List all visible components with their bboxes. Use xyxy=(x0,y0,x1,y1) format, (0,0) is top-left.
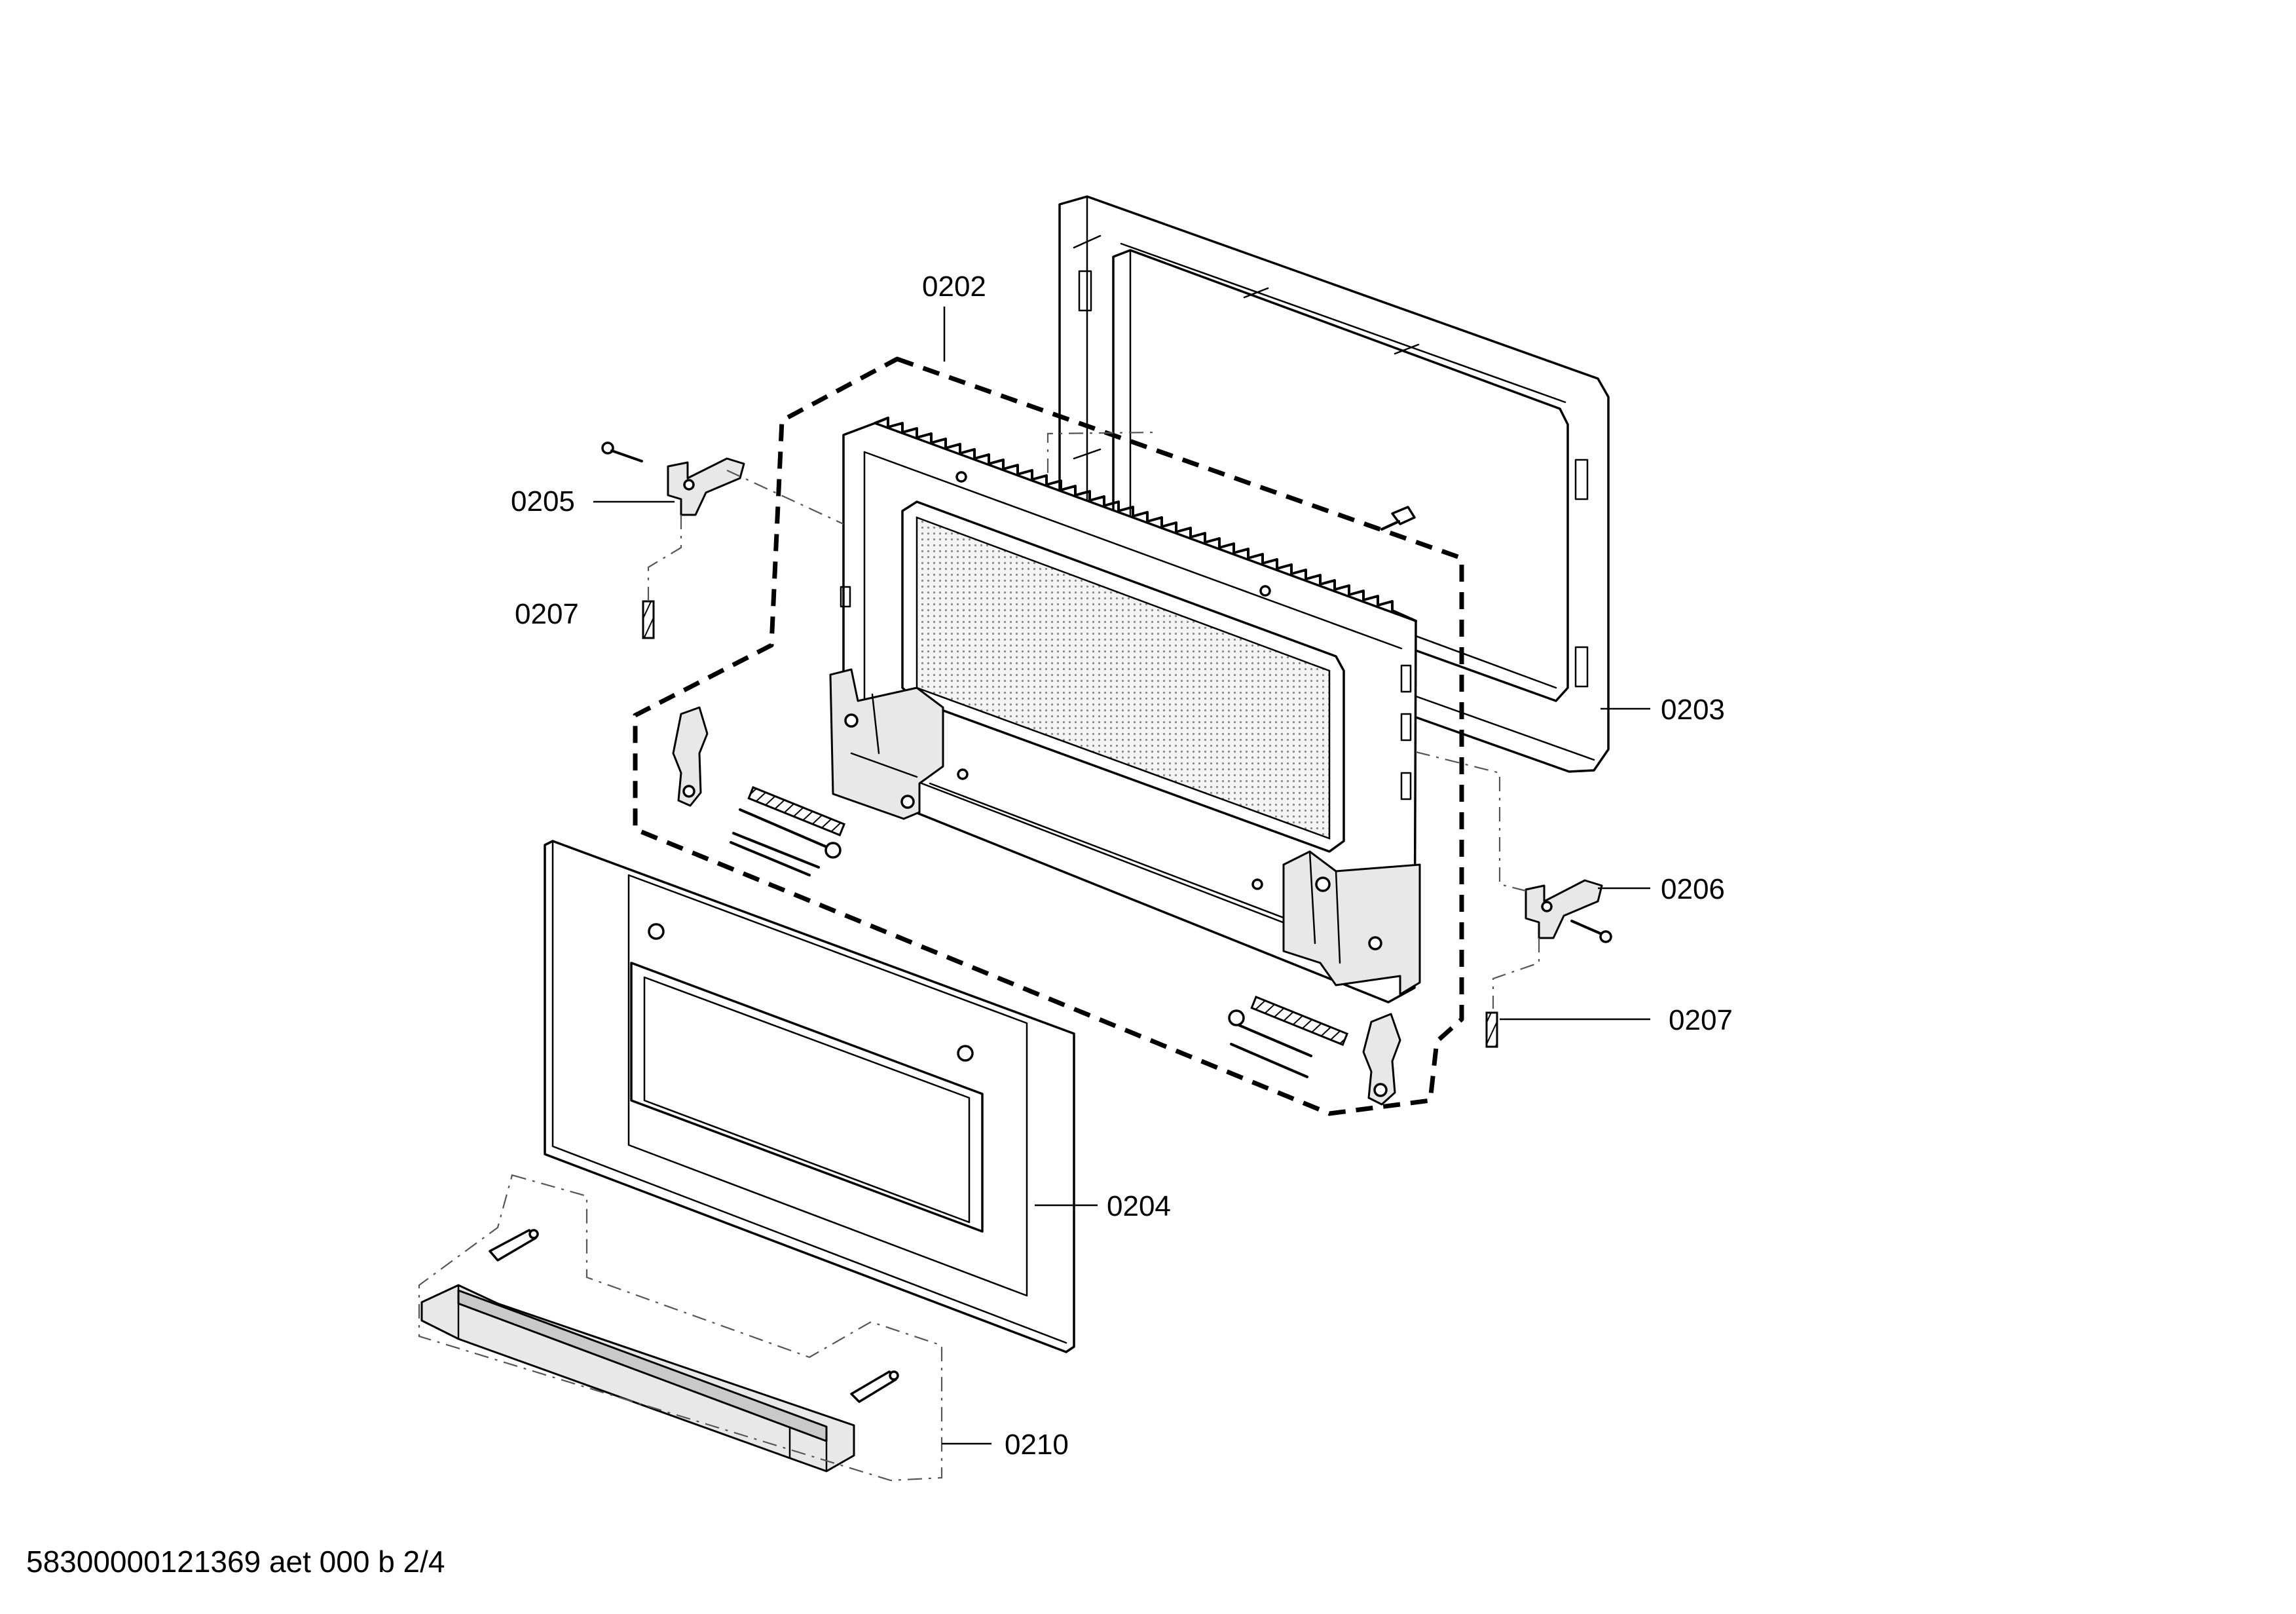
springs-right xyxy=(1228,996,1349,1078)
spring-right-0207 xyxy=(1485,1011,1498,1048)
inner-door-body xyxy=(829,417,1421,1004)
handle-assembly-boundary xyxy=(418,1174,943,1482)
hinge-lever-left xyxy=(672,706,709,807)
hinge-right-0206 xyxy=(1525,879,1612,943)
label-0207-left: 0207 xyxy=(515,598,579,630)
door-assembly-boundary-0202 xyxy=(633,356,1464,1116)
label-0204: 0204 xyxy=(1107,1190,1171,1222)
label-0202: 0202 xyxy=(922,271,986,303)
label-0207-right: 0207 xyxy=(1669,1004,1733,1036)
document-id-footer: 58300000121369 aet 000 b 2/4 xyxy=(26,1545,445,1579)
springs-left xyxy=(730,786,846,876)
hinge-lever-right xyxy=(1362,1013,1401,1106)
handle-bar-0210 xyxy=(420,1229,899,1473)
hinge-left-0205 xyxy=(601,441,745,516)
label-0205: 0205 xyxy=(511,485,575,517)
label-0210: 0210 xyxy=(1005,1429,1069,1461)
label-0206: 0206 xyxy=(1661,873,1725,905)
spring-left-0207 xyxy=(642,600,655,639)
label-0203: 0203 xyxy=(1661,694,1725,726)
front-glass-door-0204 xyxy=(544,840,1075,1353)
